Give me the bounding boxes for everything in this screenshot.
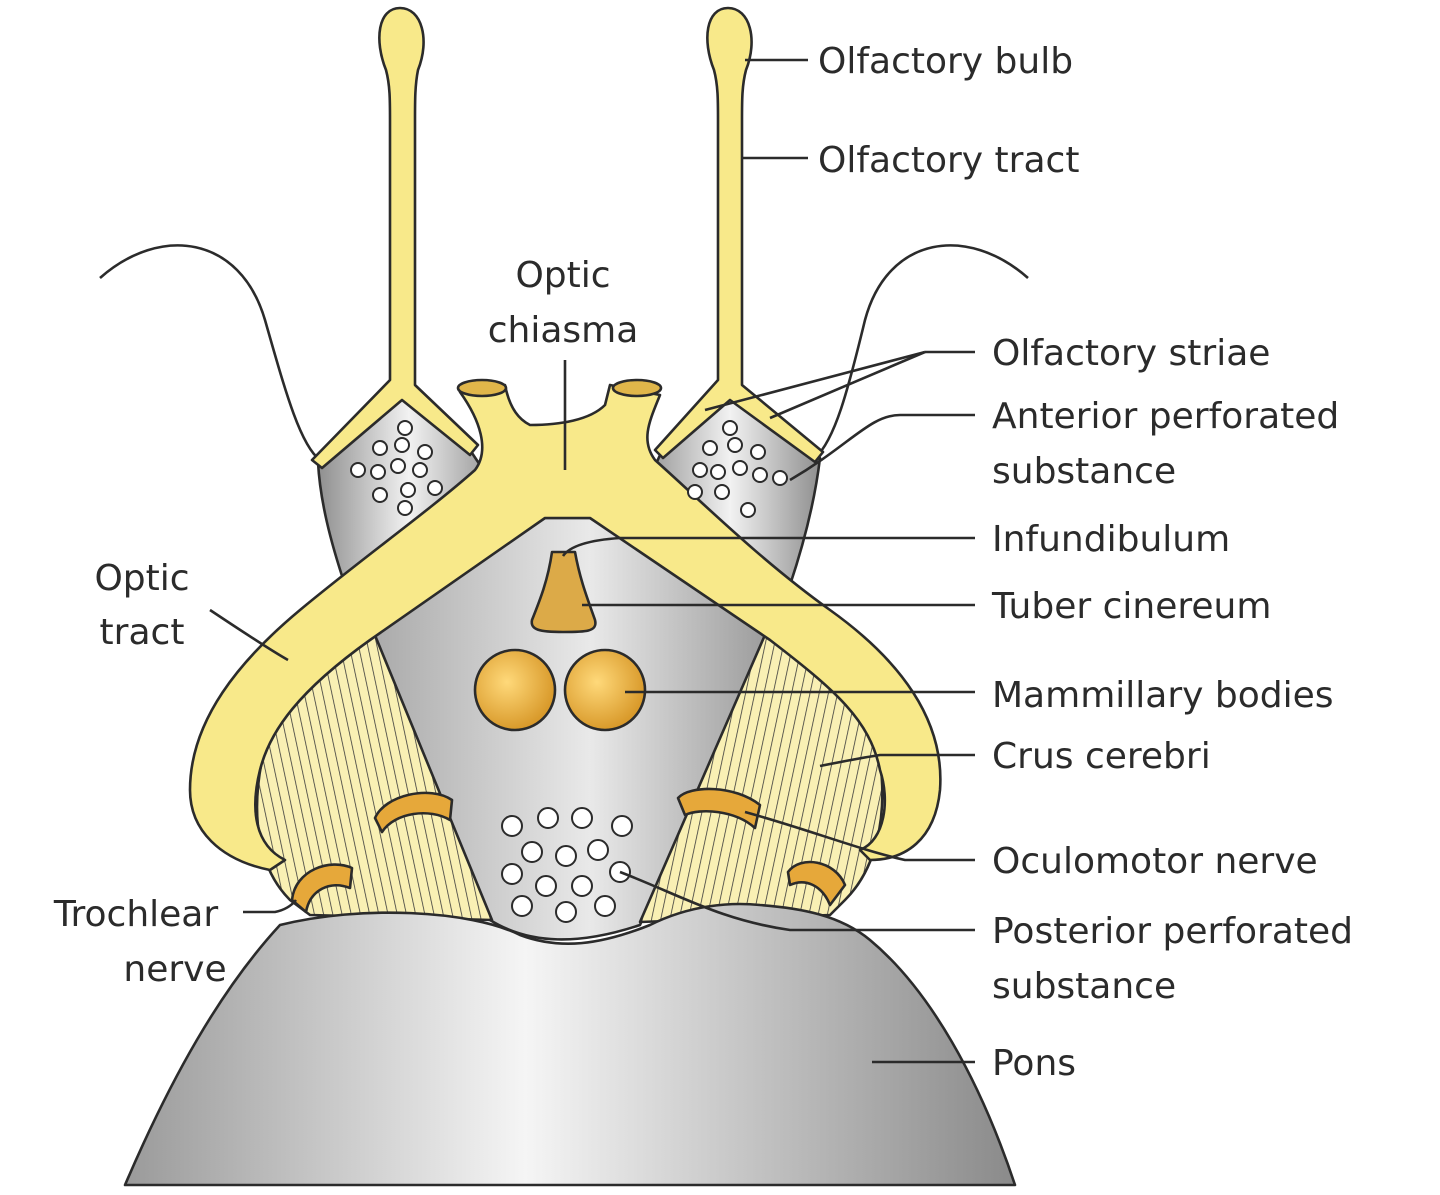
- label-crus-cerebri: Crus cerebri: [992, 736, 1211, 777]
- label-posterior-perforated-2: substance: [992, 966, 1176, 1007]
- infundibulum-shape: [530, 550, 597, 634]
- label-tuber-cinereum: Tuber cinereum: [991, 586, 1271, 627]
- label-olfactory-bulb: Olfactory bulb: [818, 41, 1073, 82]
- label-olfactory-tract: Olfactory tract: [818, 140, 1079, 181]
- label-mammillary-bodies: Mammillary bodies: [992, 675, 1334, 716]
- leader-lines: [209, 58, 975, 1064]
- label-optic-chiasma-1: Optic: [515, 255, 610, 296]
- left-temporal-outline: [99, 244, 321, 462]
- right-olfactory-bulb-tract: [653, 6, 825, 464]
- left-olfactory-bulb-tract: [310, 6, 480, 470]
- label-anterior-perforated-2: substance: [992, 451, 1176, 492]
- pons-shape: [123, 902, 1017, 1187]
- label-trochlear-2: nerve: [123, 949, 226, 990]
- right-anterior-perforations: [687, 420, 788, 518]
- label-optic-tract-1: Optic: [94, 558, 189, 599]
- left-optic-nerve-stump: [456, 378, 508, 398]
- label-infundibulum: Infundibulum: [992, 519, 1230, 560]
- label-trochlear-1: Trochlear: [53, 894, 219, 935]
- left-anterior-perforations: [350, 420, 443, 516]
- label-optic-tract-2: tract: [100, 612, 185, 653]
- optic-chiasma-and-tracts: [188, 383, 942, 872]
- right-mammillary-body: [563, 648, 647, 732]
- label-oculomotor-nerve: Oculomotor nerve: [992, 841, 1318, 882]
- label-posterior-perforated-1: Posterior perforated: [992, 911, 1353, 952]
- label-olfactory-striae: Olfactory striae: [992, 333, 1270, 374]
- right-optic-nerve-stump: [611, 378, 663, 398]
- label-optic-chiasma-2: chiasma: [488, 310, 639, 351]
- label-pons: Pons: [992, 1043, 1076, 1084]
- left-mammillary-body: [473, 648, 557, 732]
- right-trochlear-nerve: [786, 860, 847, 907]
- left-oculomotor-nerve: [373, 791, 454, 834]
- label-anterior-perforated-1: Anterior perforated: [992, 396, 1339, 437]
- left-trochlear-nerve: [290, 863, 354, 914]
- right-temporal-outline: [814, 244, 1029, 459]
